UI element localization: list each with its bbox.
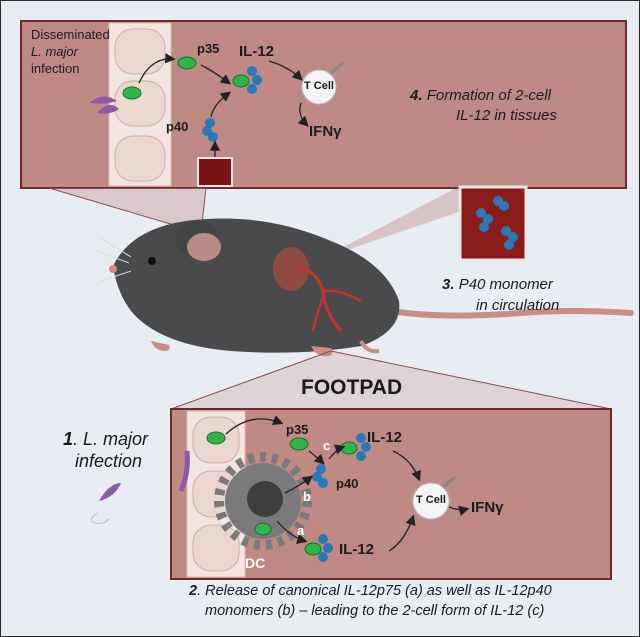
step1-number: 1 <box>63 429 74 449</box>
footpad-tcell-label: T Cell <box>416 494 446 506</box>
footpad-ifng-label: IFNγ <box>471 499 504 516</box>
footpad-il12-bottom-label: IL-12 <box>339 541 375 558</box>
step3-label: 3. P40 monomer <box>442 276 553 293</box>
footpad-p40-label: p40 <box>336 476 359 491</box>
step2-line1: . Release of canonical IL-12p75 (a) as w… <box>197 583 552 599</box>
step3-number: 3. <box>442 276 455 293</box>
footpad-panel <box>170 408 612 580</box>
step2-label: 2. Release of canonical IL-12p75 (a) as … <box>189 583 552 599</box>
mouse-illustration <box>96 218 634 357</box>
parasite-icon <box>91 483 121 524</box>
footpad-p35-label: p35 <box>286 422 309 437</box>
top-ifng-label: IFNγ <box>309 123 342 140</box>
footpad-label-c: c <box>323 438 331 453</box>
step4-line2: IL-12 in tissues <box>456 107 557 124</box>
step2-line2: monomers (b) – leading to the 2-cell for… <box>205 603 545 619</box>
step1-line1: . L. major <box>73 429 149 449</box>
step1-line2: infection <box>75 451 143 471</box>
step3-line1: P40 monomer <box>458 276 553 293</box>
disseminated-infection-label: infection <box>31 61 80 76</box>
footpad-title: FOOTPAD <box>301 376 403 399</box>
disseminated-species-label: L. major <box>31 44 78 59</box>
top-tcell-label: T Cell <box>304 80 334 92</box>
step4-number: 4. <box>410 87 423 104</box>
footpad-label-b: b <box>303 489 311 504</box>
dendritic-cell <box>214 452 312 550</box>
step2-number: 2 <box>189 583 198 599</box>
disseminated-label: Disseminated <box>31 27 110 42</box>
top-p40-label: p40 <box>166 119 189 134</box>
circulation-box <box>321 185 528 262</box>
footpad-il12-top-label: IL-12 <box>367 429 403 446</box>
step3-line2: in circulation <box>476 297 560 314</box>
footpad-label-a: a <box>297 523 305 538</box>
top-p35-label: p35 <box>197 41 220 56</box>
step4-label: 4. Formation of 2-cell <box>410 87 551 104</box>
step4-line1: Formation of 2-cell <box>426 87 551 104</box>
footpad-zoom-cone <box>170 350 612 410</box>
step1-label: 1. L. major <box>63 429 148 450</box>
dc-label: DC <box>245 555 266 571</box>
top-panel <box>20 20 627 189</box>
top-il12-label: IL-12 <box>239 43 275 60</box>
